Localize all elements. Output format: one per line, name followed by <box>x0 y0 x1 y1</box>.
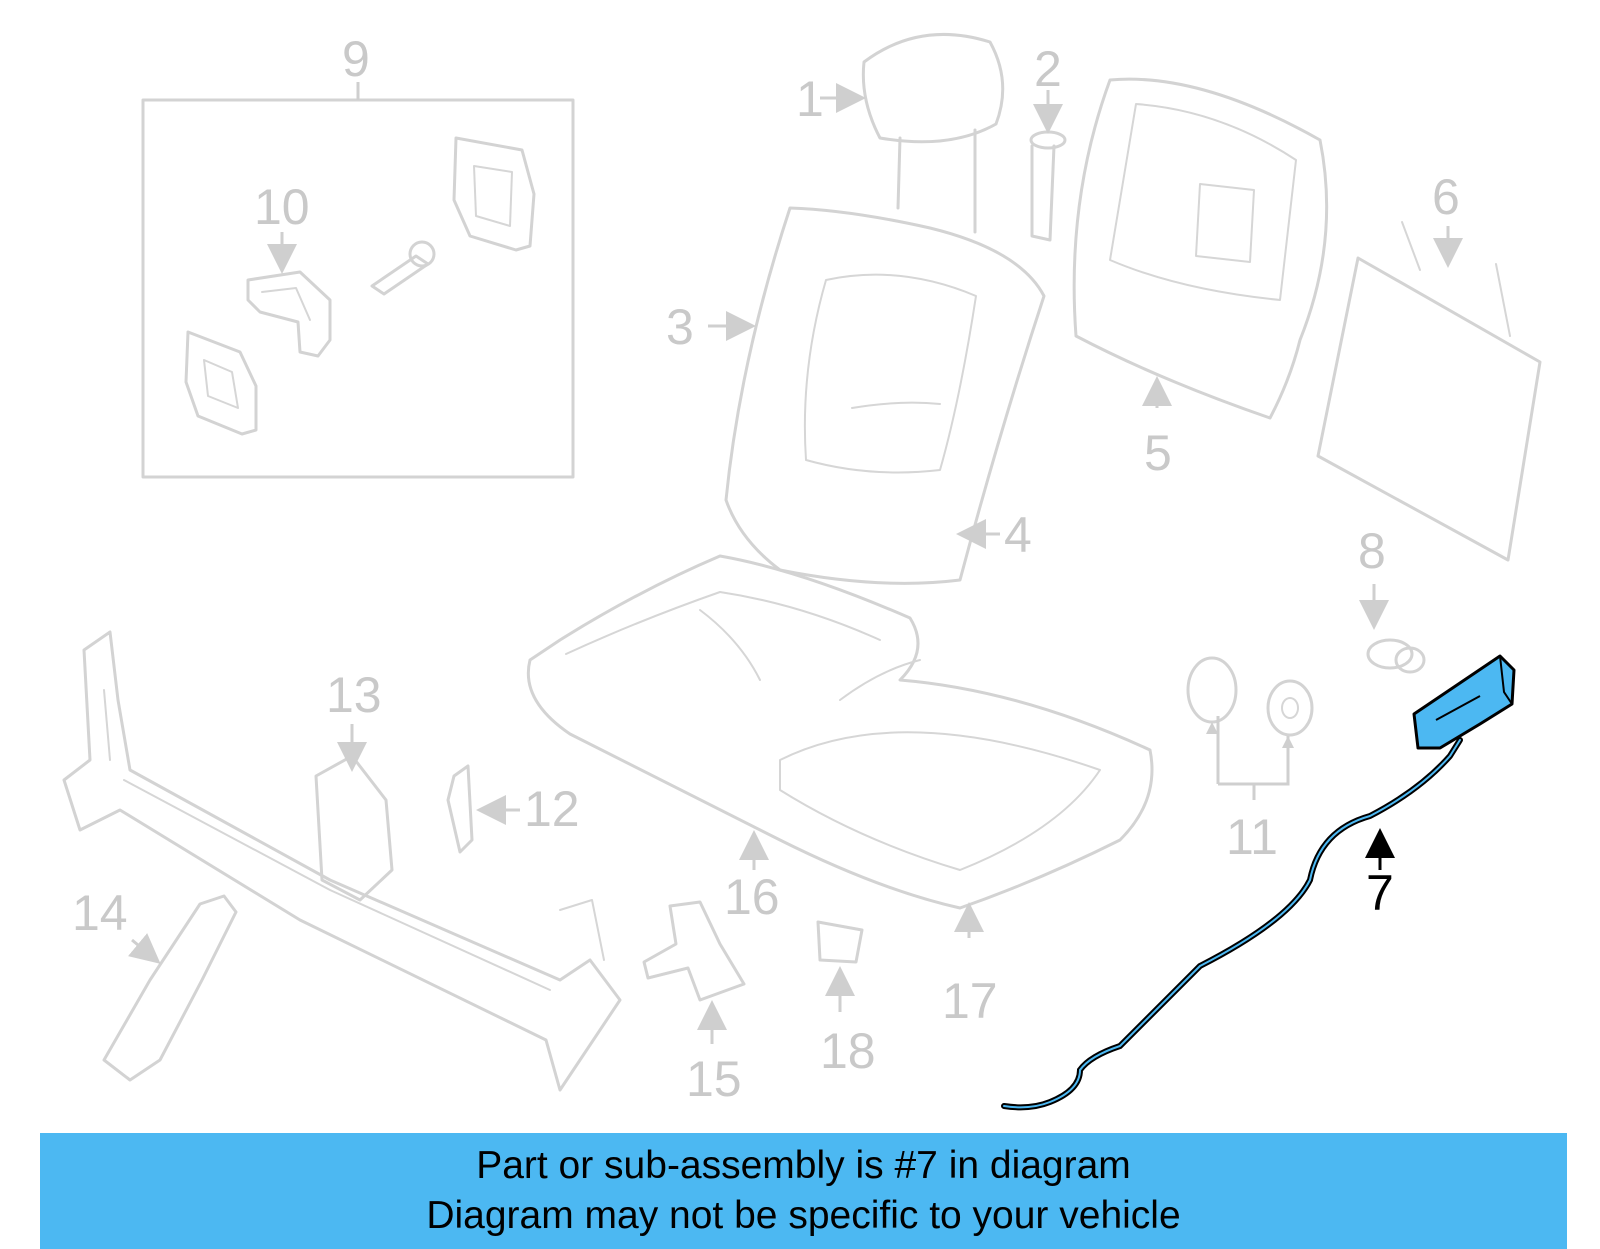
part-18-clip <box>816 920 864 1012</box>
part-1-headrest <box>820 32 1005 234</box>
part-16-17-seat-cushion <box>526 554 1154 938</box>
banner-line-disclaimer: Diagram may not be specific to your vehi… <box>426 1194 1181 1237</box>
callout-18: 18 <box>820 1023 876 1079</box>
callout-7: 7 <box>1366 865 1394 921</box>
callout-6: 6 <box>1432 169 1460 225</box>
info-banner: Part or sub-assembly is #7 in diagram Di… <box>40 1133 1567 1249</box>
callout-10: 10 <box>254 179 310 235</box>
callout-8: 8 <box>1358 523 1386 579</box>
callout-16: 16 <box>724 869 780 925</box>
plate-upper <box>452 136 536 252</box>
callout-13: 13 <box>326 667 382 723</box>
callout-9: 9 <box>342 31 370 87</box>
plate-lower <box>184 330 258 436</box>
part-10-bracket <box>246 232 332 358</box>
part-5-seatback-frame <box>1072 77 1329 420</box>
callout-12: 12 <box>524 781 580 837</box>
callout-15: 15 <box>686 1051 742 1107</box>
part-7-release-cable <box>1001 654 1516 1111</box>
bolt-part <box>370 240 436 296</box>
part-11-caps <box>1186 656 1314 800</box>
part-2-guide <box>1029 90 1067 242</box>
part-9-box <box>141 82 575 479</box>
callout-11: 11 <box>1226 809 1278 865</box>
callout-17: 17 <box>942 973 998 1029</box>
callout-4: 4 <box>1004 507 1032 563</box>
callout-1: 1 <box>796 71 824 127</box>
callout-14: 14 <box>72 885 128 941</box>
part-8-clip <box>1359 584 1426 674</box>
callout-5: 5 <box>1144 425 1172 481</box>
part-6-panel <box>1316 221 1542 562</box>
part-13-frame <box>62 630 622 1092</box>
part-12-clip <box>446 764 520 854</box>
part-15-bracket <box>642 900 746 1044</box>
banner-line-part-info: Part or sub-assembly is #7 in diagram <box>476 1144 1131 1187</box>
callout-2: 2 <box>1034 41 1062 97</box>
callout-3: 3 <box>666 299 694 355</box>
part-14-bracket <box>102 894 238 1082</box>
part-3-seatback-cover <box>708 206 1046 585</box>
